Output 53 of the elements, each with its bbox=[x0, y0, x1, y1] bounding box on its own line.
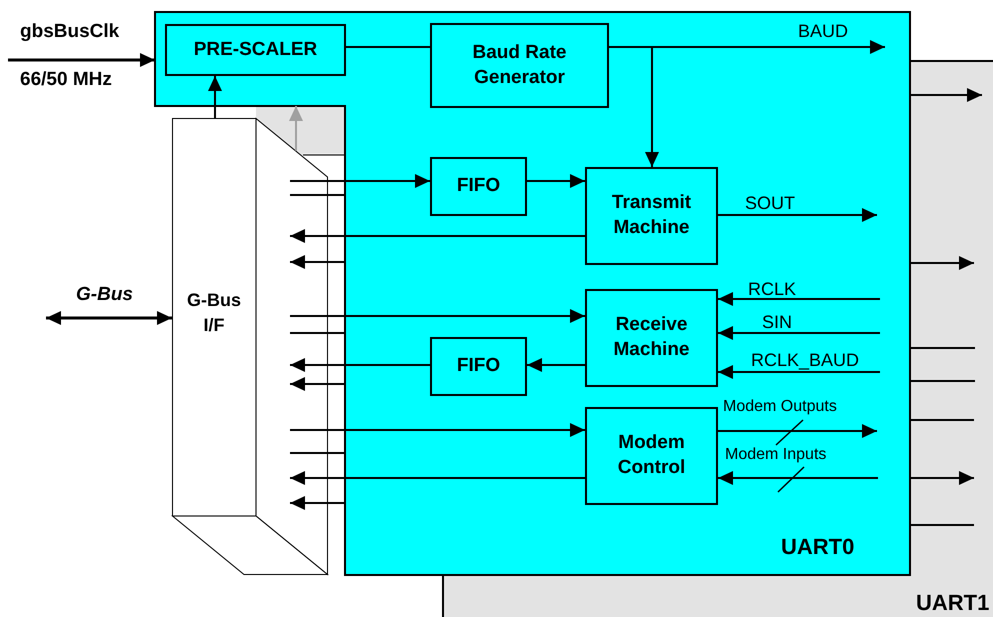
signal-label: Modem Outputs bbox=[723, 399, 837, 415]
arrow bbox=[290, 496, 345, 510]
arrow bbox=[609, 46, 659, 167]
arrow bbox=[718, 365, 880, 379]
arrow bbox=[910, 471, 974, 485]
module-title: UART1 bbox=[916, 592, 990, 614]
arrow bbox=[718, 326, 880, 340]
arrow bbox=[290, 471, 585, 485]
connector-line bbox=[910, 524, 974, 526]
arrow bbox=[290, 229, 585, 243]
arrow bbox=[910, 256, 974, 270]
signal-label: RCLK bbox=[748, 280, 796, 298]
arrow bbox=[290, 423, 585, 437]
arrow bbox=[527, 358, 585, 372]
function-block: Baud Rate Generator bbox=[430, 23, 609, 108]
signal-label: Modem Inputs bbox=[725, 447, 826, 463]
arrow bbox=[290, 309, 585, 323]
function-block: FIFO bbox=[430, 157, 527, 216]
signal-label: RCLK_BAUD bbox=[751, 351, 860, 369]
arrow bbox=[718, 208, 877, 222]
arrow bbox=[718, 471, 878, 485]
arrow bbox=[290, 255, 345, 269]
signal-label: SOUT bbox=[745, 194, 796, 212]
signal-label: G-Bus bbox=[76, 285, 133, 304]
arrow bbox=[208, 76, 222, 118]
arrow bbox=[290, 377, 345, 391]
function-block: Modem Control bbox=[585, 407, 718, 505]
connector-line bbox=[290, 332, 345, 334]
frequency-label: 66/50 MHz bbox=[20, 70, 112, 89]
arrow bbox=[527, 174, 585, 188]
arrow bbox=[46, 311, 172, 325]
signal-label: SIN bbox=[762, 313, 792, 331]
block-label: G-Bus I/F bbox=[186, 289, 242, 338]
connector-line bbox=[910, 347, 975, 349]
arrow bbox=[8, 53, 155, 67]
function-block: FIFO bbox=[430, 337, 527, 396]
arrow bbox=[718, 292, 880, 306]
function-block: Transmit Machine bbox=[585, 167, 718, 265]
module-title: UART0 bbox=[781, 536, 854, 558]
arrow bbox=[290, 174, 430, 188]
connector-line bbox=[910, 419, 974, 421]
connector-line bbox=[290, 194, 345, 196]
function-block: PRE-SCALER bbox=[165, 24, 346, 76]
connector-line bbox=[910, 380, 975, 382]
function-block: Receive Machine bbox=[585, 289, 718, 387]
arrow bbox=[910, 88, 982, 102]
signal-label: gbsBusClk bbox=[20, 22, 120, 41]
arrow bbox=[289, 106, 303, 151]
connector-line bbox=[290, 452, 345, 454]
signal-label: BAUD bbox=[798, 22, 848, 40]
arrow bbox=[718, 424, 877, 438]
arrow bbox=[290, 358, 430, 372]
connector-line bbox=[346, 46, 430, 48]
